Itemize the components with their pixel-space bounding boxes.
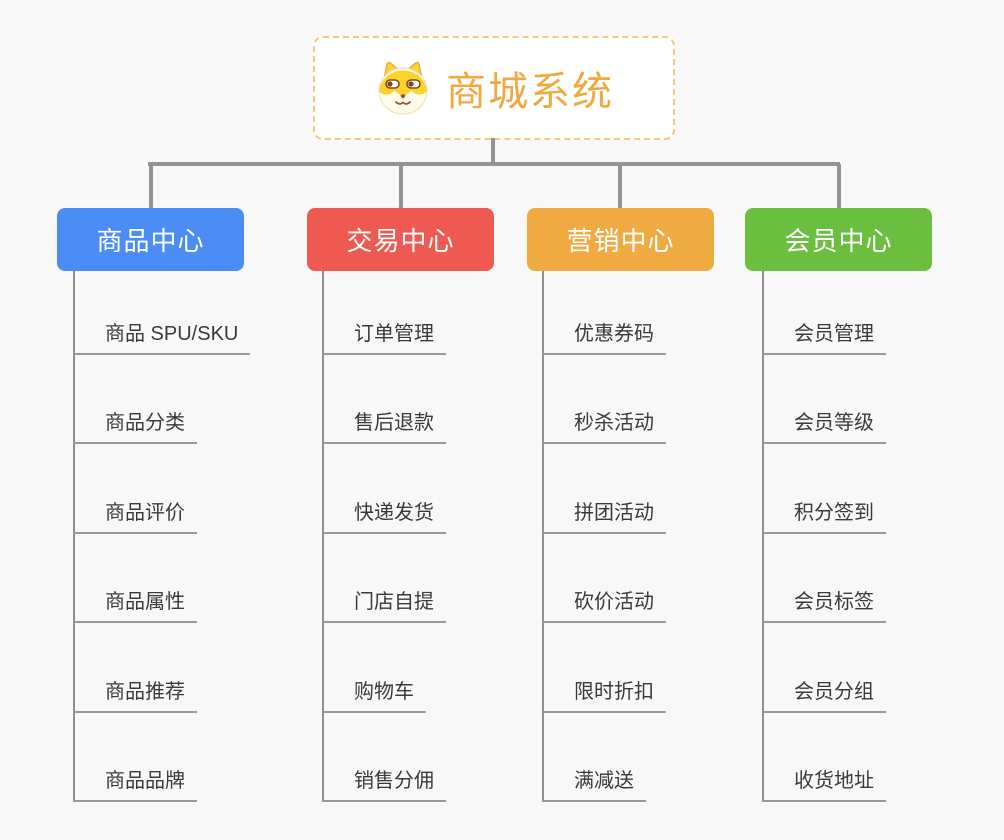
leaf-node[interactable]: 拼团活动 — [542, 500, 666, 534]
leaf-node[interactable]: 商品品牌 — [73, 768, 197, 802]
leaf-node[interactable]: 满减送 — [542, 768, 646, 802]
leaf-node[interactable]: 商品属性 — [73, 589, 197, 623]
branch-node-product-center[interactable]: 商品中心 — [57, 208, 244, 271]
leaf-label: 会员标签 — [762, 589, 886, 623]
leaf-label: 秒杀活动 — [542, 410, 666, 444]
connector-spine-branch-2 — [322, 271, 324, 802]
leaf-label: 拼团活动 — [542, 500, 666, 534]
leaf-label: 优惠券码 — [542, 321, 666, 355]
connector-drop-branch-3 — [618, 164, 622, 208]
connector-drop-branch-2 — [399, 164, 403, 208]
leaf-label: 快递发货 — [322, 500, 446, 534]
leaf-node[interactable]: 会员管理 — [762, 321, 886, 355]
leaf-label: 售后退款 — [322, 410, 446, 444]
leaf-node[interactable]: 销售分佣 — [322, 768, 446, 802]
leaf-label: 商品评价 — [73, 500, 197, 534]
leaf-node[interactable]: 门店自提 — [322, 589, 446, 623]
leaf-label: 商品属性 — [73, 589, 197, 623]
leaf-label: 门店自提 — [322, 589, 446, 623]
leaf-node[interactable]: 商品推荐 — [73, 679, 197, 713]
leaf-node[interactable]: 售后退款 — [322, 410, 446, 444]
leaf-node[interactable]: 会员分组 — [762, 679, 886, 713]
leaf-label: 购物车 — [322, 679, 426, 713]
leaf-label: 收货地址 — [762, 768, 886, 802]
leaf-node[interactable]: 商品 SPU/SKU — [73, 321, 251, 355]
leaf-label: 积分签到 — [762, 500, 886, 534]
leaf-label: 限时折扣 — [542, 679, 666, 713]
leaf-node[interactable]: 购物车 — [322, 679, 426, 713]
leaf-node[interactable]: 商品评价 — [73, 500, 197, 534]
leaf-node[interactable]: 秒杀活动 — [542, 410, 666, 444]
leaf-node[interactable]: 商品分类 — [73, 410, 197, 444]
leaf-node[interactable]: 会员标签 — [762, 589, 886, 623]
branch-node-trade-center[interactable]: 交易中心 — [307, 208, 494, 271]
leaf-node[interactable]: 砍价活动 — [542, 589, 666, 623]
leaf-label: 商品品牌 — [73, 768, 197, 802]
connector-horizontal-bar — [148, 162, 840, 166]
branch-node-marketing-center[interactable]: 营销中心 — [527, 208, 714, 271]
connector-drop-branch-4 — [837, 164, 841, 208]
leaf-label: 商品分类 — [73, 410, 197, 444]
connector-spine-branch-1 — [73, 271, 75, 802]
leaf-node[interactable]: 限时折扣 — [542, 679, 666, 713]
shiba-dog-icon — [374, 61, 432, 115]
connector-spine-branch-3 — [542, 271, 544, 802]
branch-node-member-center[interactable]: 会员中心 — [745, 208, 932, 271]
leaf-node[interactable]: 订单管理 — [322, 321, 446, 355]
leaf-node[interactable]: 优惠券码 — [542, 321, 666, 355]
leaf-node[interactable]: 快递发货 — [322, 500, 446, 534]
connector-drop-branch-1 — [149, 164, 153, 208]
leaf-label: 满减送 — [542, 768, 646, 802]
leaf-label: 商品 SPU/SKU — [73, 321, 251, 355]
leaf-label: 会员分组 — [762, 679, 886, 713]
leaf-label: 销售分佣 — [322, 768, 446, 802]
connector-spine-branch-4 — [762, 271, 764, 802]
root-title: 商城系统 — [446, 70, 614, 114]
root-node[interactable]: 商城系统 — [313, 36, 675, 140]
connector-root-drop — [491, 138, 495, 164]
leaf-label: 订单管理 — [322, 321, 446, 355]
leaf-label: 砍价活动 — [542, 589, 666, 623]
leaf-label: 会员等级 — [762, 410, 886, 444]
leaf-label: 商品推荐 — [73, 679, 197, 713]
leaf-node[interactable]: 会员等级 — [762, 410, 886, 444]
leaf-node[interactable]: 积分签到 — [762, 500, 886, 534]
leaf-label: 会员管理 — [762, 321, 886, 355]
leaf-node[interactable]: 收货地址 — [762, 768, 886, 802]
